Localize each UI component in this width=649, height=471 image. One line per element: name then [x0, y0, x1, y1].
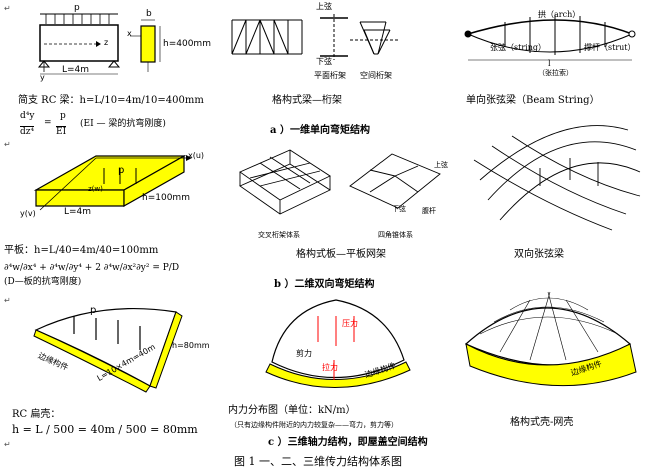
lattice-shell-drawing	[464, 291, 637, 387]
force-compression-label: 压力	[342, 319, 358, 328]
force-shear-label: 剪力	[296, 349, 312, 358]
beam-formula-rhs-num: p	[60, 111, 66, 121]
grid-bottom-chord-label: 下弦	[392, 205, 406, 213]
string-beam-string-label: 张弦（string）	[490, 43, 546, 52]
paragraph-mark: ↵	[4, 140, 11, 149]
beam-formula-num: d⁴y	[20, 111, 35, 121]
two-way-caption: 双向张弦梁	[514, 249, 564, 260]
paragraph-mark: ↵	[4, 296, 11, 305]
paragraph-mark: ↵	[4, 440, 11, 449]
two-way-string-beam-drawing	[473, 125, 641, 231]
string-beam-strut-label: 撑杆（strut）	[584, 43, 636, 52]
shell-caption-b: h = L / 500 = 40m / 500 = 80mm	[12, 423, 198, 436]
string-beam-drawing	[464, 15, 636, 61]
force-note: （只有边缘构件附近的内力较复杂——弯力，剪力等）	[230, 421, 398, 429]
shell-thickness-label: h=80mm	[172, 341, 210, 350]
slab-load-label: p	[118, 165, 125, 176]
beam-caption: 简支 RC 梁：h=L/10=4m/10=400mm	[18, 95, 204, 106]
lattice-shell-caption: 格构式壳-网壳	[510, 417, 574, 428]
figure-title: 图 1 一、二、三维传力结构体系图	[234, 455, 402, 468]
section-b-title: b ）二维双向弯矩结构	[274, 279, 375, 290]
section-c-title: c ）三维轴力结构，即屋盖空间结构	[268, 437, 428, 448]
beam-formula-note: (EI — 梁的抗弯刚度)	[80, 119, 166, 129]
beam-formula-rhs-den: EI	[56, 126, 67, 137]
slab-x-axis: x(u)	[188, 151, 205, 160]
truss-bottom-chord: 下弦	[316, 57, 332, 66]
paragraph-mark: ↵	[4, 4, 11, 13]
truss-top-chord: 上弦	[316, 2, 332, 11]
slab-formula-note: (D—板的抗弯刚度)	[4, 277, 82, 287]
grid-pyramid-label: 四角锥体系	[378, 231, 413, 239]
slab-thickness-label: h=100mm	[142, 193, 190, 203]
slab-caption: 平板：h=L/40=4m/40=100mm	[4, 245, 159, 256]
beam-width-label: b	[146, 9, 152, 19]
shell-caption-a: RC 扁壳：	[12, 409, 61, 420]
beam-drawing	[37, 13, 161, 75]
truss-caption: 格构式梁—桁架	[272, 95, 342, 106]
slab-span-label: L=4m	[64, 207, 92, 217]
string-beam-caption: 单向张弦梁（Beam String）	[466, 95, 600, 106]
beam-y-axis: y	[40, 73, 45, 82]
beam-z-axis: z	[104, 38, 109, 47]
beam-span-label: L=4m	[62, 65, 90, 75]
truss-space-label: 空间桁架	[360, 71, 392, 80]
shell-load-label: p	[90, 305, 97, 316]
shell-drawing	[33, 307, 183, 393]
beam-formula-eq: =	[44, 118, 52, 128]
string-beam-string-note: （张拉索）	[538, 69, 573, 77]
slab-formula: ∂⁴w/∂x⁴ + ∂⁴w/∂y⁴ + 2 ∂⁴w/∂x²∂y² = P/D	[4, 263, 180, 273]
beam-formula-den: dz⁴	[20, 126, 35, 137]
string-beam-arch-label: 拱（arch）	[538, 10, 581, 19]
grid-web-label: 腹杆	[422, 207, 436, 215]
string-beam-span-label: l	[548, 59, 551, 68]
grid-cross-truss-label: 交叉桁架体系	[258, 231, 300, 239]
beam-x-axis: x	[127, 29, 132, 38]
slab-z-axis: z(w)	[88, 185, 103, 193]
beam-height-label: h=400mm	[163, 39, 211, 49]
grid-top-chord-label: 上弦	[434, 161, 448, 169]
force-distribution-drawing	[265, 299, 411, 388]
force-tension-label: 拉力	[322, 363, 338, 372]
truss-drawing	[231, 14, 400, 60]
slab-y-axis: y(v)	[20, 209, 36, 218]
grid-caption: 格构式板—平板网架	[296, 249, 386, 260]
slab-drawing	[33, 154, 192, 211]
grid-drawing	[239, 149, 441, 215]
beam-load-label: p	[74, 3, 80, 13]
section-a-title: a ）一维单向弯矩结构	[270, 125, 370, 136]
force-caption: 内力分布图（单位：kN/m）	[228, 405, 356, 416]
truss-plane-label: 平面桁架	[314, 71, 346, 80]
